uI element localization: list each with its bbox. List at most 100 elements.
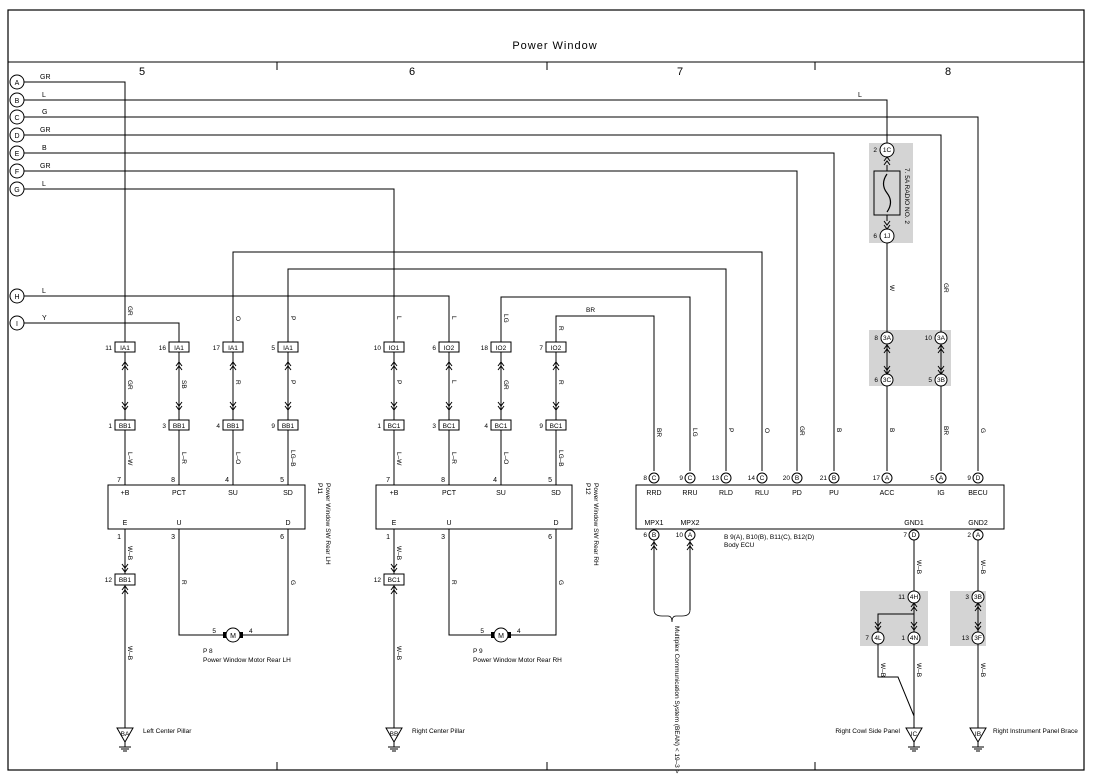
rh-pin-label: U <box>446 520 451 527</box>
ecu-pin-label: RLD <box>719 490 733 497</box>
switch-lh-name: Power Window SW Rear LH <box>324 483 331 565</box>
ground-bb-id: BB <box>390 731 399 738</box>
ecu-pin-num: 9 <box>967 475 971 482</box>
ecu-wire-label: P <box>727 428 734 432</box>
wire-label: R <box>180 580 187 585</box>
wire-label: G <box>557 580 564 585</box>
rh-bb-name: BC1 <box>495 423 508 430</box>
input-label-i: I <box>16 321 18 328</box>
input-label-e: E <box>15 151 20 158</box>
input-wire-b: L <box>42 92 46 99</box>
switch-wires <box>124 352 557 728</box>
wire-label: L–O <box>502 452 509 464</box>
input-wire-f: GR <box>40 163 51 170</box>
input-circles <box>9 74 25 331</box>
ecu-pin-label: GND1 <box>904 520 924 527</box>
rh-pin-num: 3 <box>441 534 445 541</box>
ecu-pin-num: 17 <box>873 475 881 482</box>
wire-label: SB <box>180 380 187 389</box>
ground-ic-label: Right Cowl Side Panel <box>835 728 900 735</box>
lh-pin-num: 1 <box>117 534 121 541</box>
lh-pin-label: +B <box>121 490 130 497</box>
lh-conn-pin: 17 <box>213 345 221 352</box>
ground-bb-label: Right Center Pillar <box>412 728 466 735</box>
ecu-pin-num: 10 <box>676 532 684 539</box>
ecu-pin-num: 2 <box>967 532 971 539</box>
j4h-pin: 11 <box>898 594 905 601</box>
rh-pin-label: E <box>392 520 397 527</box>
fuse-out-conn: 1J <box>884 233 891 240</box>
rh-pin-label: D <box>553 520 558 527</box>
j3a-left-conn: 3A <box>883 335 892 342</box>
wire-label: L <box>395 316 402 320</box>
wire-label: R <box>557 326 564 331</box>
ecu-pin-num: 7 <box>903 532 907 539</box>
rh-pin-num: 1 <box>386 534 390 541</box>
rh-pin-label: +B <box>390 490 399 497</box>
junction-3a-block <box>880 331 948 387</box>
lh-pin-num: 4 <box>225 477 229 484</box>
rh-pin-num: 5 <box>548 477 552 484</box>
motor-lh: M <box>223 627 243 643</box>
ecu-code: B 9(A), B10(B), B11(C), B12(D) <box>724 534 814 541</box>
ecu-conn: A <box>976 532 981 539</box>
ecu-pin-num: 20 <box>783 475 791 482</box>
fuse-out-wire: W <box>888 285 895 292</box>
mpx-bracket <box>650 541 694 623</box>
lh-bb-name: BB1 <box>227 423 240 430</box>
j4h-conn: 4H <box>910 594 919 601</box>
input-wires <box>24 81 979 471</box>
wire-label: P <box>289 316 296 320</box>
rh-conn-name: IO2 <box>551 345 562 352</box>
wire-label: GR <box>126 306 133 316</box>
lh-conn-pin: 16 <box>159 345 167 352</box>
j4n-pin: 1 <box>901 635 905 642</box>
lh-conn-name: IA1 <box>283 345 293 352</box>
input-wire-g: L <box>42 181 46 188</box>
svg-text:M: M <box>230 633 236 640</box>
ecu-conn: A <box>885 475 890 482</box>
input-wire-i: Y <box>42 315 47 322</box>
rh-pin-num: 6 <box>548 534 552 541</box>
ecu-pin-label: ACC <box>880 490 895 497</box>
wire-label: LG–B <box>289 450 296 467</box>
rh-bb-name: BC1 <box>388 423 401 430</box>
wire-label: L–O <box>234 452 241 464</box>
lh-ground-conn: BB1 <box>119 577 132 584</box>
j3b-pin: 5 <box>928 377 932 384</box>
rh-pin-label: SU <box>496 490 506 497</box>
wire-label: R <box>557 380 564 385</box>
wire-label: O <box>234 316 241 321</box>
fuse-in-pin: 2 <box>873 147 877 154</box>
lh-pin-label: E <box>123 520 128 527</box>
j3c-pin: 6 <box>874 377 878 384</box>
rh-pin-num: 7 <box>386 477 390 484</box>
gnd1-wire: W–B <box>915 560 922 574</box>
ecu-wire-label: G <box>979 428 986 433</box>
fuse-block-shade <box>869 143 913 243</box>
lh-bb-name: BB1 <box>119 423 132 430</box>
j3f-pin: 13 <box>962 635 970 642</box>
lh-bb-pin: 3 <box>162 423 166 430</box>
rh-pin-label: SD <box>551 490 561 497</box>
wire-label: L–W <box>395 452 402 466</box>
motor-lh-pin: 4 <box>249 628 253 635</box>
input-label-f: F <box>15 169 19 176</box>
j4l-conn: 4L <box>874 635 882 642</box>
rh-bb-pin: 9 <box>539 423 543 430</box>
j3a-right-pin: 10 <box>925 335 933 342</box>
input-circle <box>9 181 25 197</box>
rh-conn-pin: 10 <box>374 345 382 352</box>
wire-label: L <box>450 316 457 320</box>
input-circle <box>9 127 25 143</box>
fuse-in-conn: 1C <box>883 147 892 154</box>
switch-lh-box <box>107 484 306 530</box>
ecu-pin-num: 14 <box>748 475 756 482</box>
motor-rh-pin: 4 <box>517 628 521 635</box>
wire-label: R <box>234 380 241 385</box>
j3b2-pin: 3 <box>965 594 969 601</box>
rh-bb-name: BC1 <box>443 423 456 430</box>
ecu-pin-label: RRU <box>682 490 697 497</box>
wire-label: W–B <box>126 646 133 660</box>
